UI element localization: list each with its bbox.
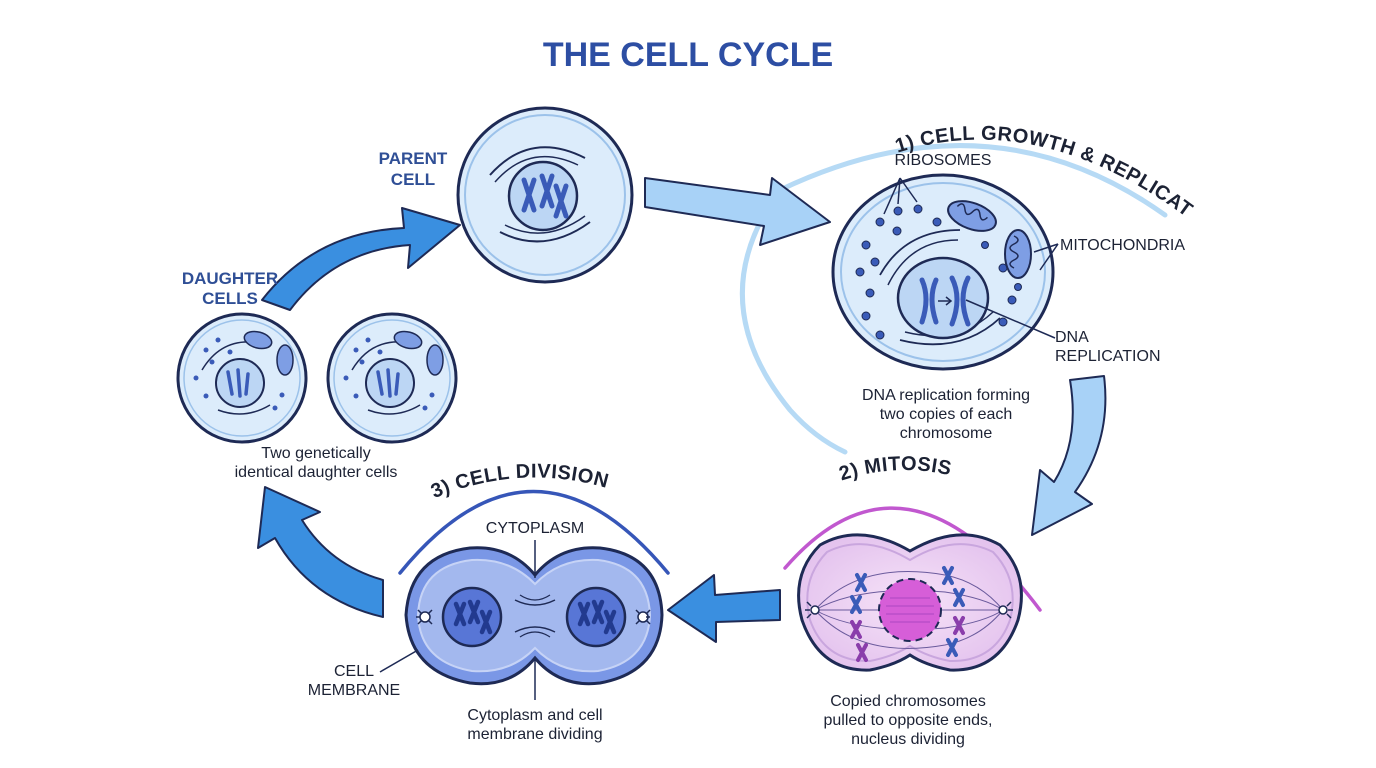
parent-cell (456, 106, 634, 284)
stage3-caption-1: Cytoplasm and cell (467, 707, 602, 724)
parent-cell-label-2: CELL (391, 170, 435, 189)
growth-cell (831, 173, 1059, 371)
arrow-parent-to-growth (644, 177, 831, 246)
stage2-caption-3: nucleus dividing (851, 731, 965, 748)
replicating-chromosome-icon (919, 275, 971, 327)
daughter-caption-1: Two genetically (261, 445, 370, 462)
mitosis-cell (797, 533, 1023, 672)
stage3-title: 3) CELL DIVISION (428, 460, 611, 502)
chromosome-icon (521, 173, 569, 219)
daughter-cells-label-1: DAUGHTER (182, 269, 278, 288)
division-arc (398, 489, 670, 575)
stage2-title: 2) MITOSIS (837, 453, 954, 486)
division-centrosome-icon (416, 609, 651, 625)
arrow-daughter-to-parent (261, 207, 461, 311)
stage1-caption-2: two copies of each (880, 406, 1013, 423)
arrow-growth-to-mitosis (1031, 375, 1107, 536)
stage2-caption-1: Copied chromosomes (830, 693, 986, 710)
cytoplasm-label: CYTOPLASM (486, 520, 584, 537)
cell-membrane-label-1: CELL (334, 663, 374, 680)
dividing-cell (379, 540, 664, 700)
parent-cell-label-1: PARENT (379, 149, 448, 168)
growth-arc-top (777, 143, 1168, 218)
cell-membrane-label-2: MEMBRANE (308, 682, 400, 699)
diagram-title: THE CELL CYCLE (543, 36, 833, 74)
daughter-caption-2: identical daughter cells (235, 464, 398, 481)
daughter-cell-right (326, 312, 458, 444)
stage3-caption-2: membrane dividing (467, 726, 602, 743)
daughter-cells-label-2: CELLS (202, 289, 258, 308)
ribosome-dots (855, 204, 1022, 340)
daughter-cell-left (176, 312, 308, 444)
mitosis-chromosomes (850, 566, 965, 662)
division-chromosomes (453, 599, 617, 635)
arrow-mitosis-to-division (667, 574, 781, 643)
dna-replication-label-2: REPLICATION (1055, 348, 1161, 365)
stage1-caption-3: chromosome (900, 425, 993, 442)
centrosome-icon (805, 601, 1013, 619)
stage2-caption-2: pulled to opposite ends, (823, 712, 992, 729)
mitochondria-label: MITOCHONDRIA (1060, 237, 1185, 254)
mitochondria-icon (947, 200, 1032, 279)
dna-replication-label-1: DNA (1055, 329, 1089, 346)
growth-arc (739, 187, 848, 455)
ribosomes-label: RIBOSOMES (895, 152, 992, 169)
arrow-division-to-daughter (257, 486, 384, 618)
stage1-caption-1: DNA replication forming (862, 387, 1030, 404)
